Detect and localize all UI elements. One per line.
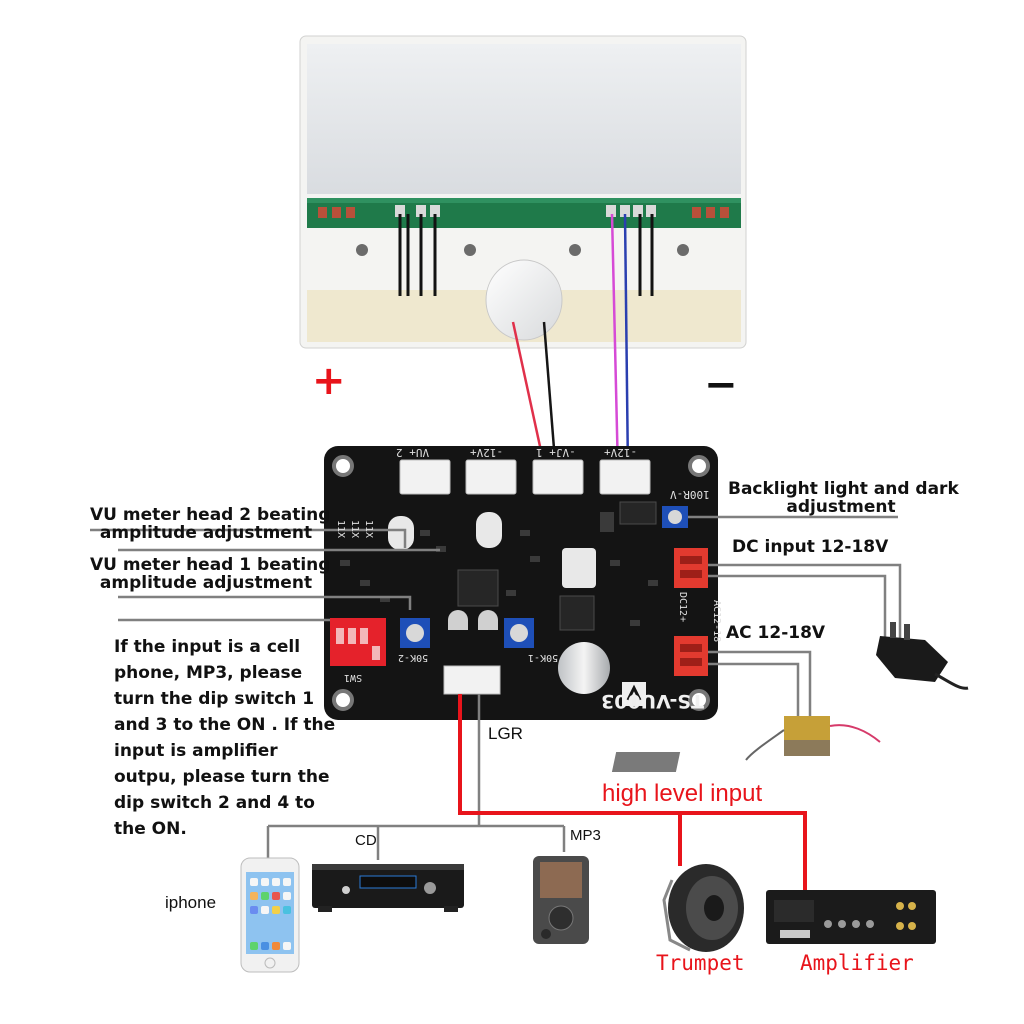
board-mark-50k-1: 50K-1 [528, 652, 559, 663]
speaker-device [662, 864, 744, 952]
callout-vu1: VU meter head 1 beating amplitude adjust… [90, 554, 331, 594]
callout-backlight: Backlight light and dark adjustment [728, 478, 959, 518]
board-mark-dc12: DC12+ [677, 592, 688, 623]
dip-switch-note: If the input is a cell phone, MP3, pleas… [114, 637, 336, 839]
connector-label-lgr: LGR [488, 724, 523, 743]
high-level-input-lines [458, 694, 807, 892]
board-header-3: -VJ+ 1 [536, 446, 576, 459]
board-mark-11x-b: 11X [349, 520, 360, 539]
plus-sign: + [312, 358, 346, 404]
mp3-device [533, 856, 589, 944]
board-mark-ac12: AC12-18 [711, 600, 722, 643]
source-label-mp3: MP3 [570, 827, 601, 844]
board-mark-100r: 100R-V [670, 488, 710, 501]
board-mark-11x-a: 11X [335, 520, 346, 539]
board-model-label: TS-VU003 [601, 690, 704, 712]
source-label-iphone: iphone [165, 893, 217, 912]
board-header-2: -12V+ [470, 446, 504, 459]
callout-vu1-line2: amplitude adjustment [99, 573, 313, 593]
high-level-input-label: high level input [602, 780, 763, 807]
callout-vu2: VU meter head 2 beating amplitude adjust… [90, 504, 331, 544]
ac-transformer [611, 716, 881, 772]
callout-vu2-line2: amplitude adjustment [99, 523, 313, 543]
cd-player-device [312, 864, 464, 912]
output-label-trumpet: Trumpet [656, 951, 745, 975]
callout-vu1-line1: VU meter head 1 beating [90, 555, 331, 575]
minus-sign: − [704, 362, 738, 408]
dc-adapter [876, 622, 969, 690]
driver-board [324, 446, 718, 720]
amplifier-device [766, 890, 936, 944]
board-mark-sw1: SW1 [344, 672, 363, 683]
board-mark-50k-2: 50K-2 [398, 652, 429, 663]
board-header-4: -12V+ [604, 446, 638, 459]
callout-dc-input: DC input 12-18V [732, 537, 889, 557]
callout-ac-input: AC 12-18V [726, 623, 826, 643]
callout-vu2-line1: VU meter head 2 beating [90, 505, 331, 525]
vu-meter-panel [299, 35, 747, 349]
callout-backlight-line1: Backlight light and dark [728, 479, 959, 499]
output-label-amplifier: Amplifier [800, 951, 914, 975]
board-header-1: VU+ 2 [396, 446, 430, 459]
callout-backlight-line2: adjustment [786, 497, 896, 517]
source-label-cd: CD [355, 832, 377, 849]
callout-lines [90, 515, 902, 860]
board-mark-11x-c: 11X [363, 520, 374, 539]
iphone-device [240, 857, 300, 973]
